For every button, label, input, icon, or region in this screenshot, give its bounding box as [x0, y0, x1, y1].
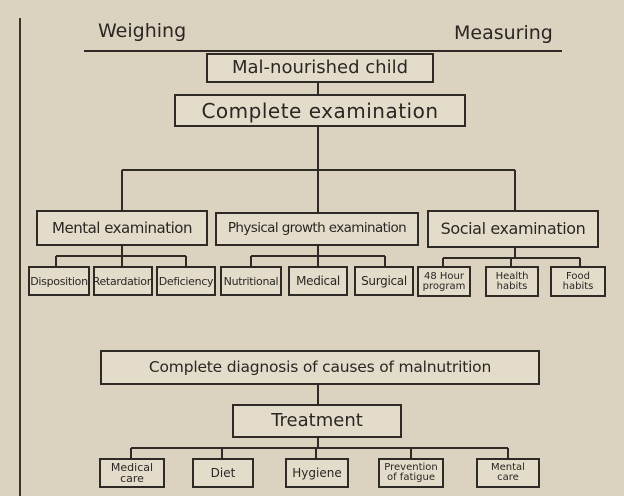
food-line1: Food — [566, 270, 590, 282]
medical-care-box: Medical care — [99, 458, 165, 488]
hygiene-text: Hygiene — [292, 466, 342, 480]
surgical-box: Surgical — [354, 266, 414, 296]
medical-care-text: Medical care — [110, 461, 154, 485]
48-hour-line2: program — [422, 280, 466, 292]
complete-examination-box: Complete examination — [174, 94, 466, 127]
disposition-box: Disposition — [28, 266, 90, 296]
physical-growth-examination-box: Physical growth examination — [215, 212, 419, 246]
48-hour-line1: 48 Hour — [424, 270, 464, 282]
mental-care-line1: Mental — [491, 462, 525, 473]
prevention-line2: of fatigue — [386, 472, 435, 483]
mental-examination-box: Mental examination — [36, 210, 208, 246]
health-line1: Health — [495, 270, 529, 282]
weighing-label: Weighing — [98, 20, 187, 42]
root-box: Mal-nourished child — [206, 53, 434, 83]
diet-box: Diet — [192, 458, 254, 488]
social-examination-box: Social examination — [427, 210, 599, 248]
hygiene-box: Hygiene — [285, 458, 349, 488]
mental-care-line2: care — [497, 472, 519, 483]
treatment-box: Treatment — [232, 404, 402, 438]
deficiency-box: Deficiency — [156, 266, 216, 296]
diet-text: Diet — [210, 466, 236, 480]
retardation-box: Retardation — [93, 266, 153, 296]
health-line2: habits — [496, 280, 528, 292]
measuring-label: Measuring — [454, 22, 553, 44]
food-line2: habits — [562, 280, 594, 292]
nutritional-box: Nutritional — [220, 266, 282, 296]
prevention-line1: Prevention — [384, 462, 438, 473]
medical-box: Medical — [288, 266, 348, 296]
diagnosis-box: Complete diagnosis of causes of malnutri… — [100, 350, 540, 385]
